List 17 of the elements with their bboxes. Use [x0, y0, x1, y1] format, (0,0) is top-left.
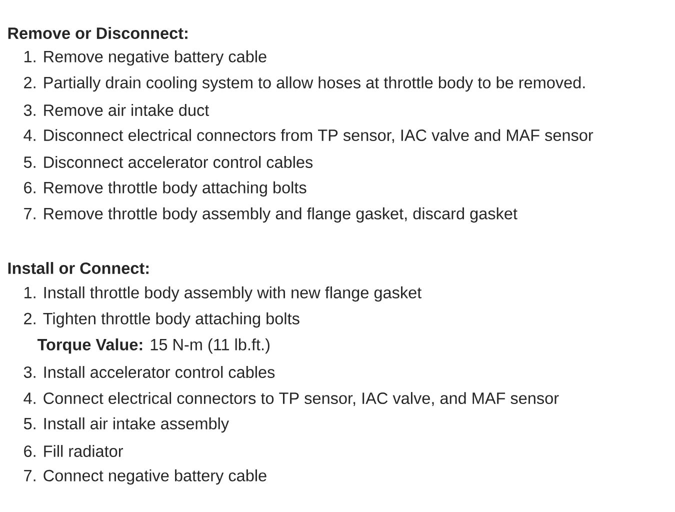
list-item: 2. Tighten throttle body attaching bolts	[24, 312, 300, 328]
list-item: 4. Disconnect electrical connectors from TP sensor, IAC valve and MAF sensor	[24, 129, 594, 143]
list-item: 1. Install throttle body assembly with new flange gasket	[24, 286, 422, 302]
section-heading: Install or Connect:	[8, 262, 148, 274]
section-heading: Remove or Disconnect:	[8, 27, 188, 39]
list-item: 6. Remove throttle body attaching bolts	[24, 181, 306, 197]
list-item: 7. Remove throttle body assembly and flange gasket, discard gasket	[24, 207, 518, 223]
list-item: 1. Remove negative battery cable	[24, 50, 266, 66]
list-item: 3. Remove air intake duct	[24, 104, 210, 116]
list-item: 4. Connect electrical connectors to TP sensor, IAC valve, and MAF sensor	[24, 392, 559, 406]
list-item: 2. Partially drain cooling system to allow hoses at throttle body to be removed.	[24, 76, 585, 92]
torque-note: Torque Value: 15 N-m (11 lb.ft.)	[37, 338, 270, 354]
list-item: 5. Disconnect accelerator control cables	[24, 156, 313, 168]
list-item: 5. Install air intake assembly	[24, 417, 230, 433]
list-item: 7. Connect negative battery cable	[24, 469, 266, 485]
list-item: 6. Fill radiator	[24, 445, 124, 457]
list-item: 3. Install accelerator control cables	[24, 366, 275, 378]
